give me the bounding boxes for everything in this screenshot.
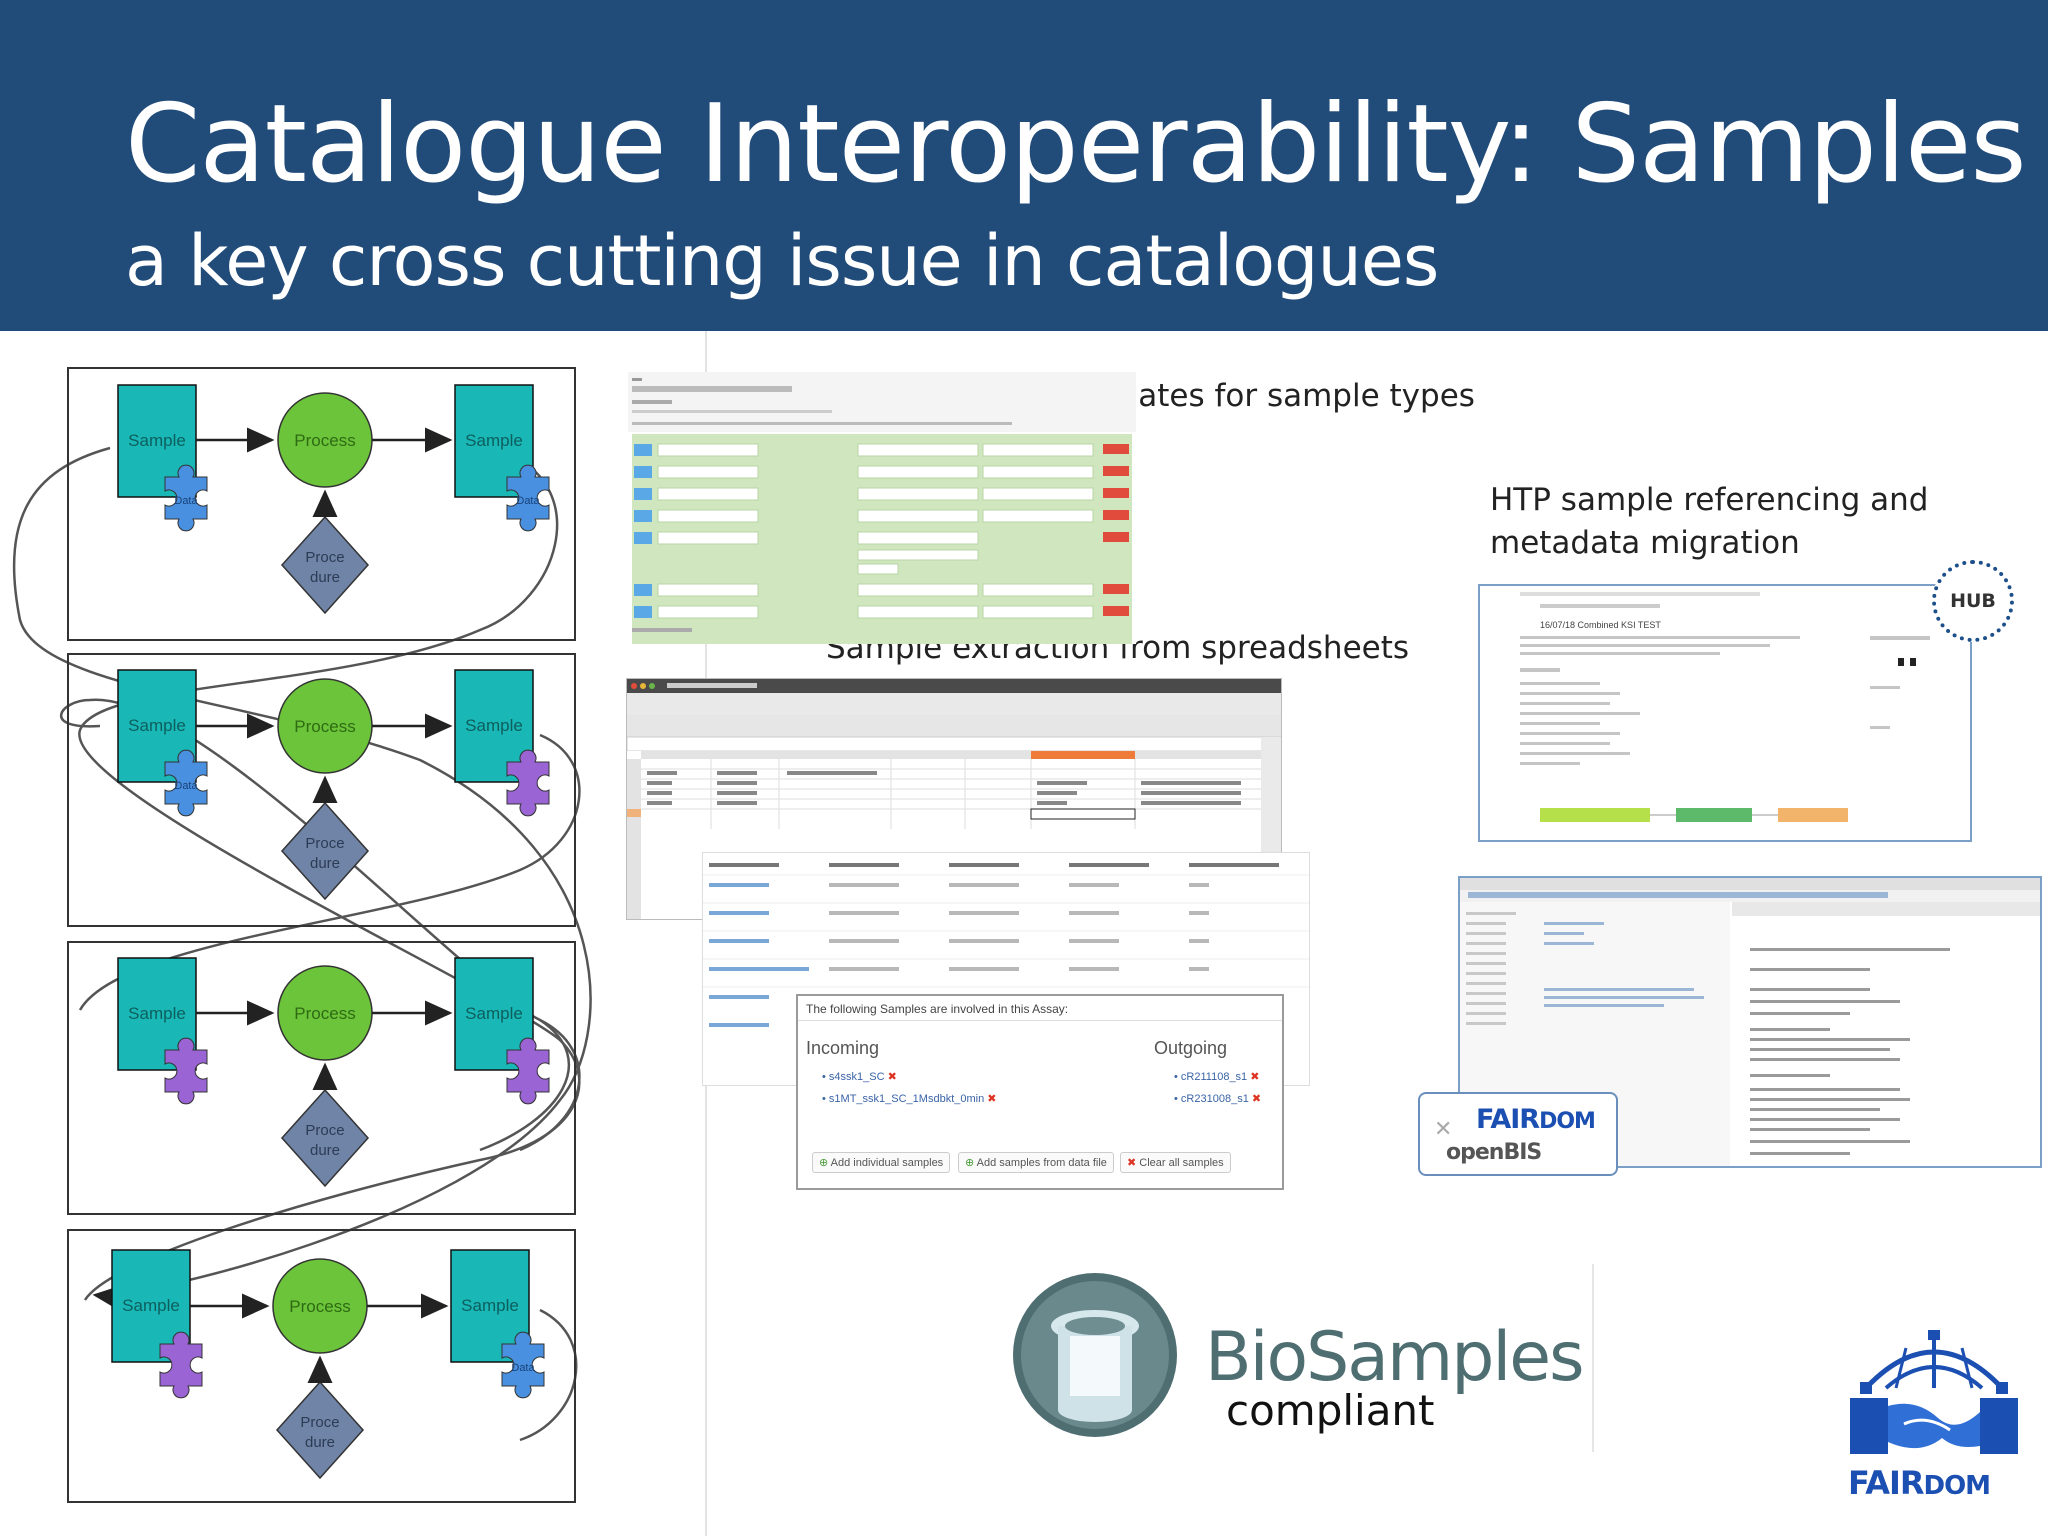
sample-flow-diagram: Sample Process Sample Proce dure Data Da…	[12, 367, 592, 1503]
sample-box-label: Sample	[461, 1296, 519, 1315]
molecule-icon: ✕	[1434, 1116, 1453, 1141]
sample-box-label: Sample	[465, 431, 523, 450]
data-puzzle-icon: Data	[164, 464, 208, 532]
procedure-label: dure	[310, 569, 340, 586]
procedure-node	[280, 801, 370, 901]
biosamples-logo: BioSamples compliant	[1010, 1270, 1590, 1450]
procedure-label: dure	[310, 855, 340, 872]
material-puzzle-icon	[159, 1331, 203, 1399]
sample-box-label: Sample	[465, 1004, 523, 1023]
sample-box-label: Sample	[465, 716, 523, 735]
sample-box-label: Sample	[128, 431, 186, 450]
sample-box-label: Sample	[122, 1296, 180, 1315]
procedure-label: Proce	[305, 1122, 344, 1139]
caption-htp-line2: metadata migration	[1490, 525, 1800, 561]
outgoing-sample-item[interactable]: • cR231008_s1 ✖	[1174, 1093, 1262, 1105]
caption-htp-line1: HTP sample referencing and	[1490, 482, 1929, 518]
data-puzzle-label: Data	[174, 495, 198, 507]
material-puzzle-icon	[506, 749, 550, 817]
template-screenshot	[628, 372, 1136, 644]
slide-subtitle: a key cross cutting issue in catalogues	[125, 220, 1439, 302]
procedure-node	[280, 1088, 370, 1188]
flow-row-2: Sample Process Sample Proce dure Data	[67, 653, 576, 927]
openbis-wordmark: openBIS	[1446, 1140, 1542, 1165]
procedure-label: Proce	[305, 835, 344, 852]
biosamples-divider	[1592, 1264, 1594, 1452]
biosamples-wordmark: BioSamples	[1205, 1318, 1585, 1397]
samples-table-graphic	[703, 863, 1309, 1027]
data-puzzle-label: Data	[511, 1362, 535, 1374]
hub-badge: HUB	[1932, 560, 2014, 642]
slide-header: Catalogue Interoperability: Samples a ke…	[0, 0, 2048, 331]
process-label: Process	[294, 1004, 355, 1023]
process-label: Process	[294, 431, 355, 450]
material-puzzle-icon	[506, 1037, 550, 1105]
data-puzzle-icon: Data	[164, 749, 208, 817]
sample-box-label: Sample	[128, 1004, 186, 1023]
add-samples-from-file-button[interactable]: ⊕ Add samples from data file	[958, 1152, 1114, 1173]
biosamples-icon	[1013, 1273, 1177, 1437]
biosamples-compliant-label: compliant	[1226, 1386, 1435, 1435]
procedure-label: dure	[310, 1142, 340, 1159]
incoming-sample-item[interactable]: • s1MT_ssk1_SC_1Msdbkt_0min ✖	[822, 1093, 997, 1105]
outgoing-label: Outgoing	[1154, 1038, 1228, 1058]
data-puzzle-icon: Data	[501, 1331, 545, 1399]
procedure-label: Proce	[305, 549, 344, 566]
template-screenshot-graphic	[628, 372, 1136, 644]
assay-intro: The following Samples are involved in th…	[806, 1002, 1069, 1016]
data-puzzle-icon: Data	[506, 464, 550, 532]
outgoing-sample-item[interactable]: • cR211108_s1 ✖	[1174, 1071, 1260, 1083]
material-puzzle-icon	[164, 1037, 208, 1105]
fairdom-logo: FAIRDOM	[1846, 1326, 2022, 1506]
flow-row-1: Sample Process Sample Proce dure Data Da…	[67, 367, 576, 641]
add-individual-samples-button[interactable]: ⊕ Add individual samples	[812, 1152, 951, 1173]
data-puzzle-label: Data	[516, 495, 540, 507]
incoming-label: Incoming	[806, 1038, 880, 1058]
procedure-node	[280, 515, 370, 615]
flow-row-4: Sample Process Sample Proce dure Data	[67, 1229, 576, 1503]
procedure-label: Proce	[300, 1414, 339, 1431]
fairdom-handshake-icon	[1850, 1330, 2018, 1454]
incoming-sample-item[interactable]: • s4ssk1_SC ✖	[822, 1071, 897, 1083]
procedure-label: dure	[305, 1434, 335, 1451]
hub-screenshot: 16/07/18 Combined KSI TEST	[1478, 584, 1972, 842]
data-puzzle-label: Data	[174, 780, 198, 792]
fairdom-openbis-logo: FAIRDOM openBIS ✕	[1418, 1092, 1618, 1176]
hub-screenshot-heading: 16/07/18 Combined KSI TEST	[1540, 620, 1661, 630]
procedure-node	[275, 1380, 365, 1480]
hub-screenshot-graphic	[1520, 592, 1930, 822]
process-label: Process	[289, 1297, 350, 1316]
fairdom-openbis-wordmark: FAIRDOM	[1476, 1104, 1596, 1135]
hub-badge-label: HUB	[1950, 590, 1996, 612]
slide-title: Catalogue Interoperability: Samples	[125, 82, 2027, 207]
sample-box-label: Sample	[128, 716, 186, 735]
process-label: Process	[294, 717, 355, 736]
fairdom-wordmark: FAIRDOM	[1848, 1464, 1991, 1502]
assay-samples-panel: The following Samples are involved in th…	[796, 994, 1284, 1190]
clear-all-samples-button[interactable]: ✖ Clear all samples	[1120, 1152, 1231, 1173]
flow-row-3: Sample Process Sample Proce dure	[67, 941, 576, 1215]
